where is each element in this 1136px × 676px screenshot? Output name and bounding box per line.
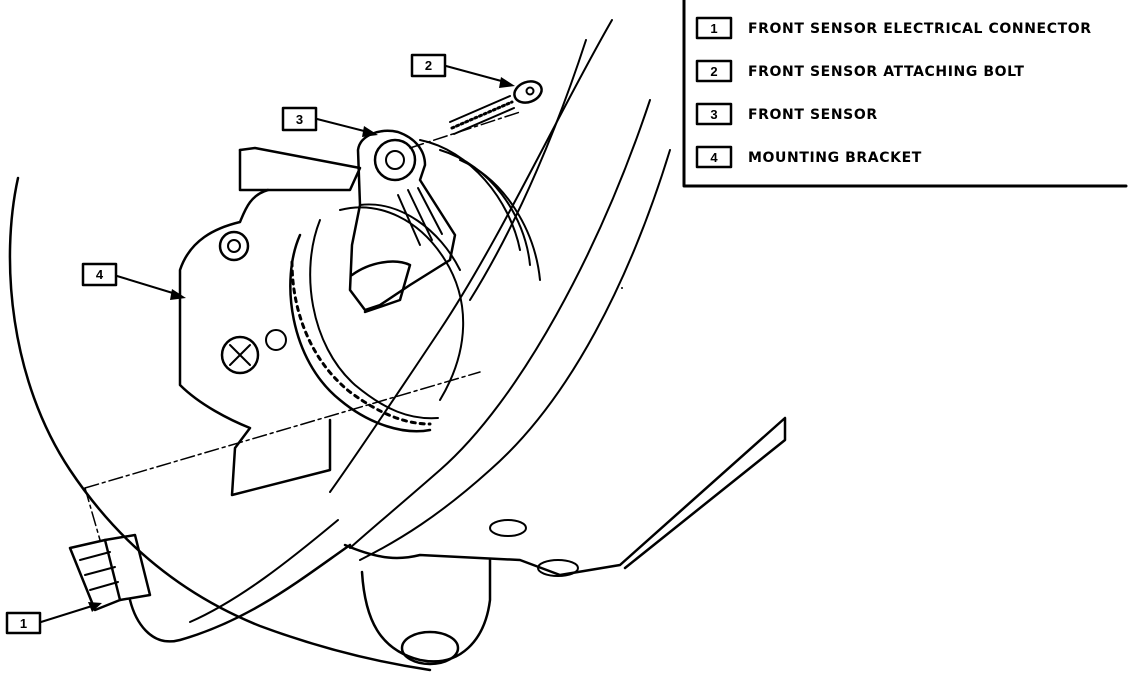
- legend-number: 3: [710, 107, 717, 122]
- legend-label: FRONT SENSOR: [748, 107, 878, 123]
- legend-row: 2 FRONT SENSOR ATTACHING BOLT: [695, 59, 1025, 83]
- centerline: [84, 371, 481, 489]
- callout-number: 3: [296, 112, 303, 127]
- legend-label: FRONT SENSOR ATTACHING BOLT: [748, 64, 1025, 80]
- arrowhead: [170, 289, 186, 300]
- tone-ring: [289, 203, 465, 433]
- housing-arc-upper: [469, 39, 587, 301]
- callout-box: [410, 53, 447, 78]
- callout-number: 2: [425, 58, 432, 73]
- sensor-harness-inner: [189, 519, 339, 623]
- bushing-body: [360, 558, 492, 663]
- legend-number: 2: [710, 64, 717, 79]
- bolt-head: [513, 80, 543, 104]
- attaching-bolt: [449, 80, 543, 135]
- bracket-bolt-hole: [220, 335, 260, 375]
- legend-border: [682, 0, 1128, 188]
- arrowhead: [88, 602, 102, 612]
- legend-row: 1 FRONT SENSOR ELECTRICAL CONNECTOR: [695, 16, 1092, 40]
- hub-ring: [439, 149, 531, 266]
- hub-ring: [459, 159, 541, 281]
- sensor-harness: [128, 543, 352, 643]
- bracket-bolt-hole: [218, 230, 250, 262]
- arrowhead: [362, 126, 378, 137]
- callout-2: 2: [410, 53, 515, 88]
- legend-number-box: [695, 145, 733, 169]
- legend-number: 4: [710, 150, 718, 165]
- leader-line: [116, 275, 177, 295]
- leader-line: [445, 65, 506, 83]
- housing-inner-edge: [329, 19, 613, 493]
- legend: 1 FRONT SENSOR ELECTRICAL CONNECTOR 2 FR…: [682, 0, 1128, 188]
- hub-ring: [419, 139, 521, 251]
- leader-line: [316, 118, 369, 133]
- callout-box: [81, 262, 118, 287]
- legend-number-box: [695, 59, 733, 83]
- callout-number: 1: [20, 616, 27, 631]
- sensor-bolt-eye: [373, 138, 417, 182]
- mounting-bracket: [178, 146, 362, 497]
- callout-1: 1: [5, 602, 102, 635]
- frame-hole: [489, 519, 527, 537]
- legend-number-box: [695, 16, 733, 40]
- arrowhead: [499, 77, 515, 88]
- legend-label: MOUNTING BRACKET: [748, 150, 922, 166]
- bushing-end: [400, 630, 460, 666]
- callout-box: [5, 611, 42, 635]
- centerline: [84, 487, 101, 541]
- callout-number: 4: [96, 267, 104, 282]
- leader-line: [40, 605, 93, 623]
- electrical-connector: [68, 533, 152, 612]
- housing-arc-lower: [349, 99, 651, 549]
- legend-number: 1: [710, 21, 717, 36]
- callout-3: 3: [281, 106, 378, 137]
- frame-hole: [537, 559, 579, 577]
- callout-4: 4: [81, 262, 186, 300]
- housing-arc-outer: [359, 149, 671, 561]
- assembly-drawing: [8, 19, 787, 672]
- legend-row: 4 MOUNTING BRACKET: [695, 145, 922, 169]
- legend-row: 3 FRONT SENSOR: [695, 102, 878, 126]
- legend-label: FRONT SENSOR ELECTRICAL CONNECTOR: [748, 21, 1092, 37]
- front-sensor: [348, 129, 457, 314]
- frame-plate: [343, 416, 787, 577]
- legend-number-box: [695, 102, 733, 126]
